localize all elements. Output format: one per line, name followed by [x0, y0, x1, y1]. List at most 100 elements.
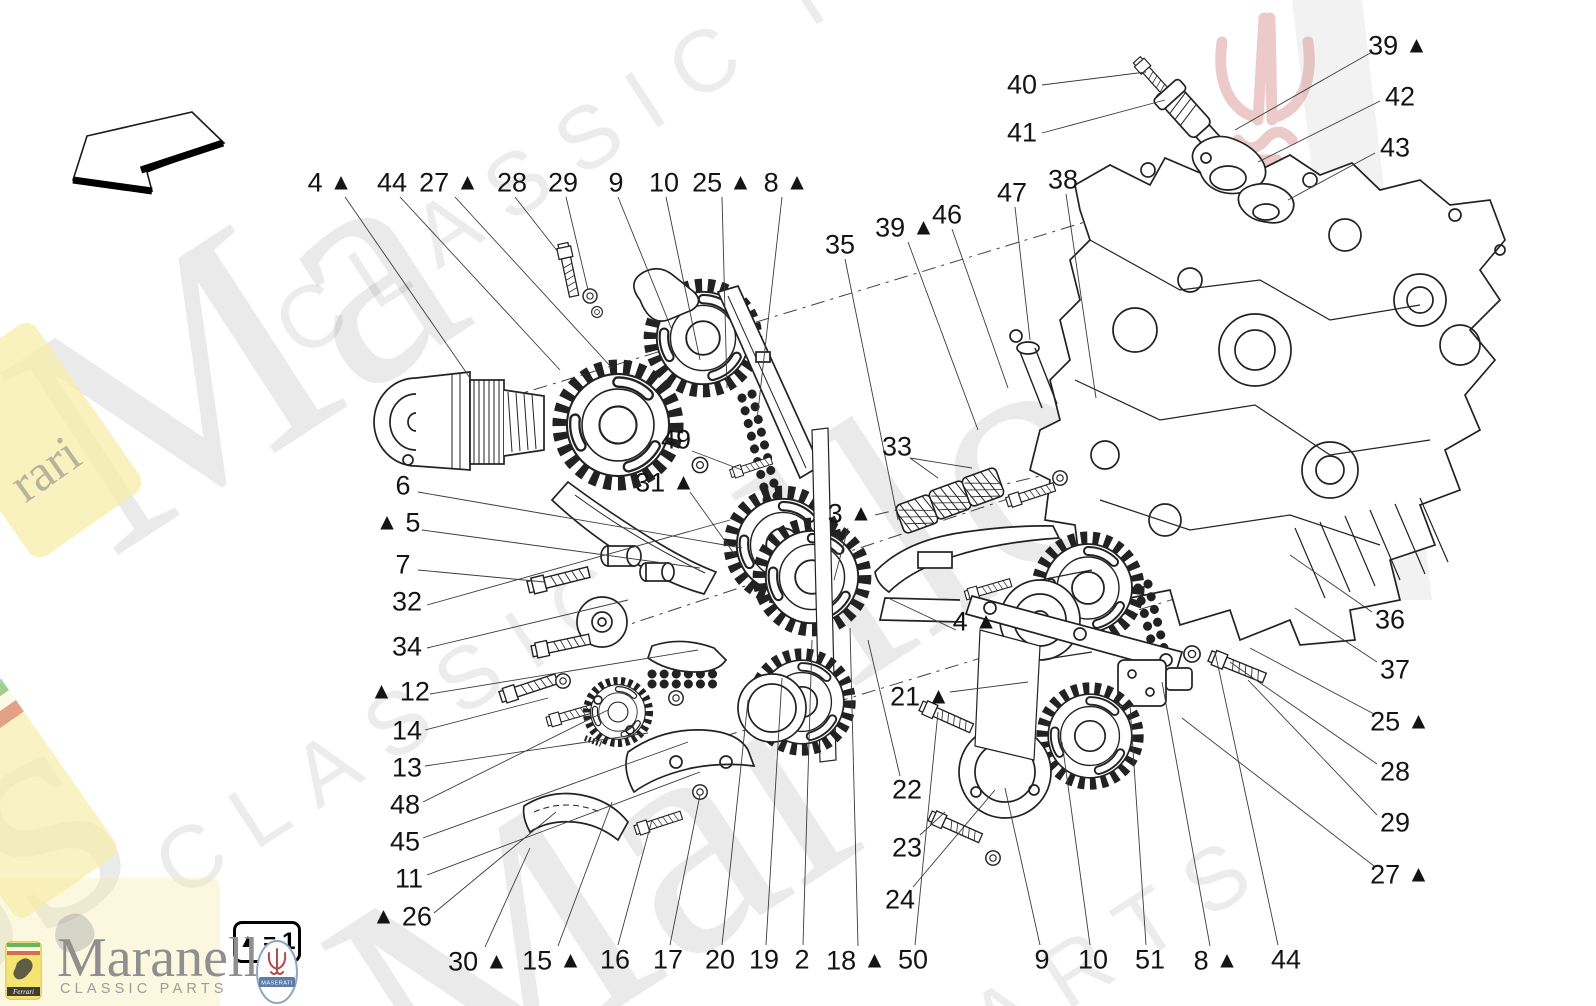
camshaft-variator [373, 371, 545, 471]
callout-number: 30 [448, 946, 479, 977]
callout-6: 6 [395, 472, 410, 500]
triangle-marker: ▲ [729, 168, 752, 195]
triangle-marker: ▲ [912, 213, 935, 240]
leader-line-2 [802, 639, 813, 946]
callout-number: 23 [891, 832, 923, 863]
leader-line-37 [1294, 607, 1378, 663]
leader-line-29 [1247, 679, 1378, 816]
callout-number: 7 [395, 549, 411, 580]
cam-sprockets [556, 241, 755, 483]
leader-line-12 [429, 649, 699, 695]
watermark-text-top: Ma [0, 75, 518, 621]
callout-number: 38 [1047, 164, 1079, 195]
leader-line-16 [617, 819, 653, 946]
ferrari-label: Ferrari [12, 988, 34, 996]
callout-22: 22 [891, 774, 923, 805]
callout-number: 13 [391, 752, 423, 783]
callout-number: 22 [891, 774, 923, 805]
callout-9: 9 [1034, 946, 1049, 974]
trident-icon [267, 948, 287, 975]
leader-line-18 [849, 627, 859, 947]
callout-number: 44 [376, 167, 408, 198]
callout-number: 29 [1379, 807, 1411, 838]
triangle-marker: ▲ [559, 946, 582, 973]
leader-line-39 [907, 241, 979, 431]
triangle-marker: ▲ [672, 468, 695, 495]
leader-line-4 [344, 196, 471, 379]
callout-number: 39 [1368, 30, 1399, 61]
leader-lines [344, 51, 1381, 948]
triangle-marker: ▲ [1407, 860, 1430, 887]
callout-number: 27 [419, 167, 450, 198]
leader-line-28 [1229, 661, 1378, 765]
callout-number: 18 [826, 945, 857, 976]
tensioner-assembly [1131, 54, 1295, 224]
callout-number: 41 [1006, 117, 1038, 148]
callout-48: 48 [389, 789, 421, 820]
leader-line-33 [909, 457, 939, 479]
callout-8-tri: 8▲ [764, 168, 809, 197]
callout-number: 49 [660, 424, 692, 455]
chain-segment-left [647, 669, 723, 689]
legend-triangle: ▲ [238, 931, 258, 952]
callout-7: 7 [395, 549, 411, 580]
callout-number: 9 [608, 167, 624, 198]
triangle-marker: ▲ [974, 607, 998, 634]
callout-51: 51 [1135, 946, 1165, 974]
callout-25-tri: 25▲ [1370, 706, 1430, 737]
leader-line-21 [949, 681, 1029, 693]
callout-number: 50 [897, 944, 929, 975]
callout-30-tri: 30▲ [448, 946, 508, 977]
callout-number: 48 [389, 789, 421, 820]
callout-number: 25 [692, 167, 723, 198]
callout-number: 20 [704, 944, 736, 975]
callout-18-tri: 18▲ [826, 945, 886, 976]
callout-40: 40 [1007, 71, 1037, 99]
leader-line-7 [417, 569, 546, 583]
callout-number: 16 [599, 944, 631, 975]
leader-line-32 [426, 519, 731, 606]
leader-line-25 [721, 196, 728, 389]
callout-20: 20 [704, 944, 736, 975]
callout-number: 33 [881, 431, 913, 462]
callout-number: 43 [1379, 132, 1411, 163]
leader-line-19 [765, 677, 783, 946]
triangle-marker: ▲ [785, 168, 809, 195]
callout-number: 34 [391, 631, 423, 662]
callout-number: 11 [394, 863, 424, 894]
leader-line-11 [426, 771, 701, 876]
triangle-marker: ▲ [849, 499, 873, 526]
leader-line-30 [484, 847, 531, 948]
leader-line-5 [421, 529, 701, 569]
callout-number: 25 [1370, 706, 1401, 737]
callout-46: 46 [932, 201, 962, 229]
triangle-marker: ▲ [1407, 707, 1430, 734]
ferrari-shield-watermark-3 [0, 878, 220, 1006]
triangle-marker: ▲ [1405, 31, 1428, 58]
callout-number: 12 [399, 676, 430, 707]
leader-line-14 [424, 697, 549, 731]
triangle-marker: ▲ [456, 168, 479, 195]
callout-number: 32 [391, 586, 423, 617]
callout-47: 47 [997, 179, 1027, 207]
leader-line-33 [909, 457, 973, 469]
leader-line-27 [1181, 717, 1375, 867]
triangle-marker: ▲ [863, 946, 886, 973]
callout-23: 23 [891, 832, 923, 863]
callout-29: 29 [548, 169, 578, 197]
brand-subtitle: CLASSIC PARTS [60, 981, 228, 997]
callout-39-tri: 39▲ [875, 213, 935, 242]
leader-line-44 [1214, 651, 1279, 946]
callout-number: 19 [748, 944, 780, 975]
callout-21-tri: 21▲ [890, 683, 950, 711]
callout-number: 44 [1270, 944, 1302, 975]
leader-line-10 [665, 196, 701, 361]
leader-line-28 [514, 196, 559, 253]
leader-line-6 [417, 491, 743, 549]
callout-41: 41 [1006, 117, 1038, 148]
callout-number: 10 [648, 167, 680, 198]
leader-line-48 [422, 709, 609, 803]
callout-2: 2 [794, 946, 809, 974]
